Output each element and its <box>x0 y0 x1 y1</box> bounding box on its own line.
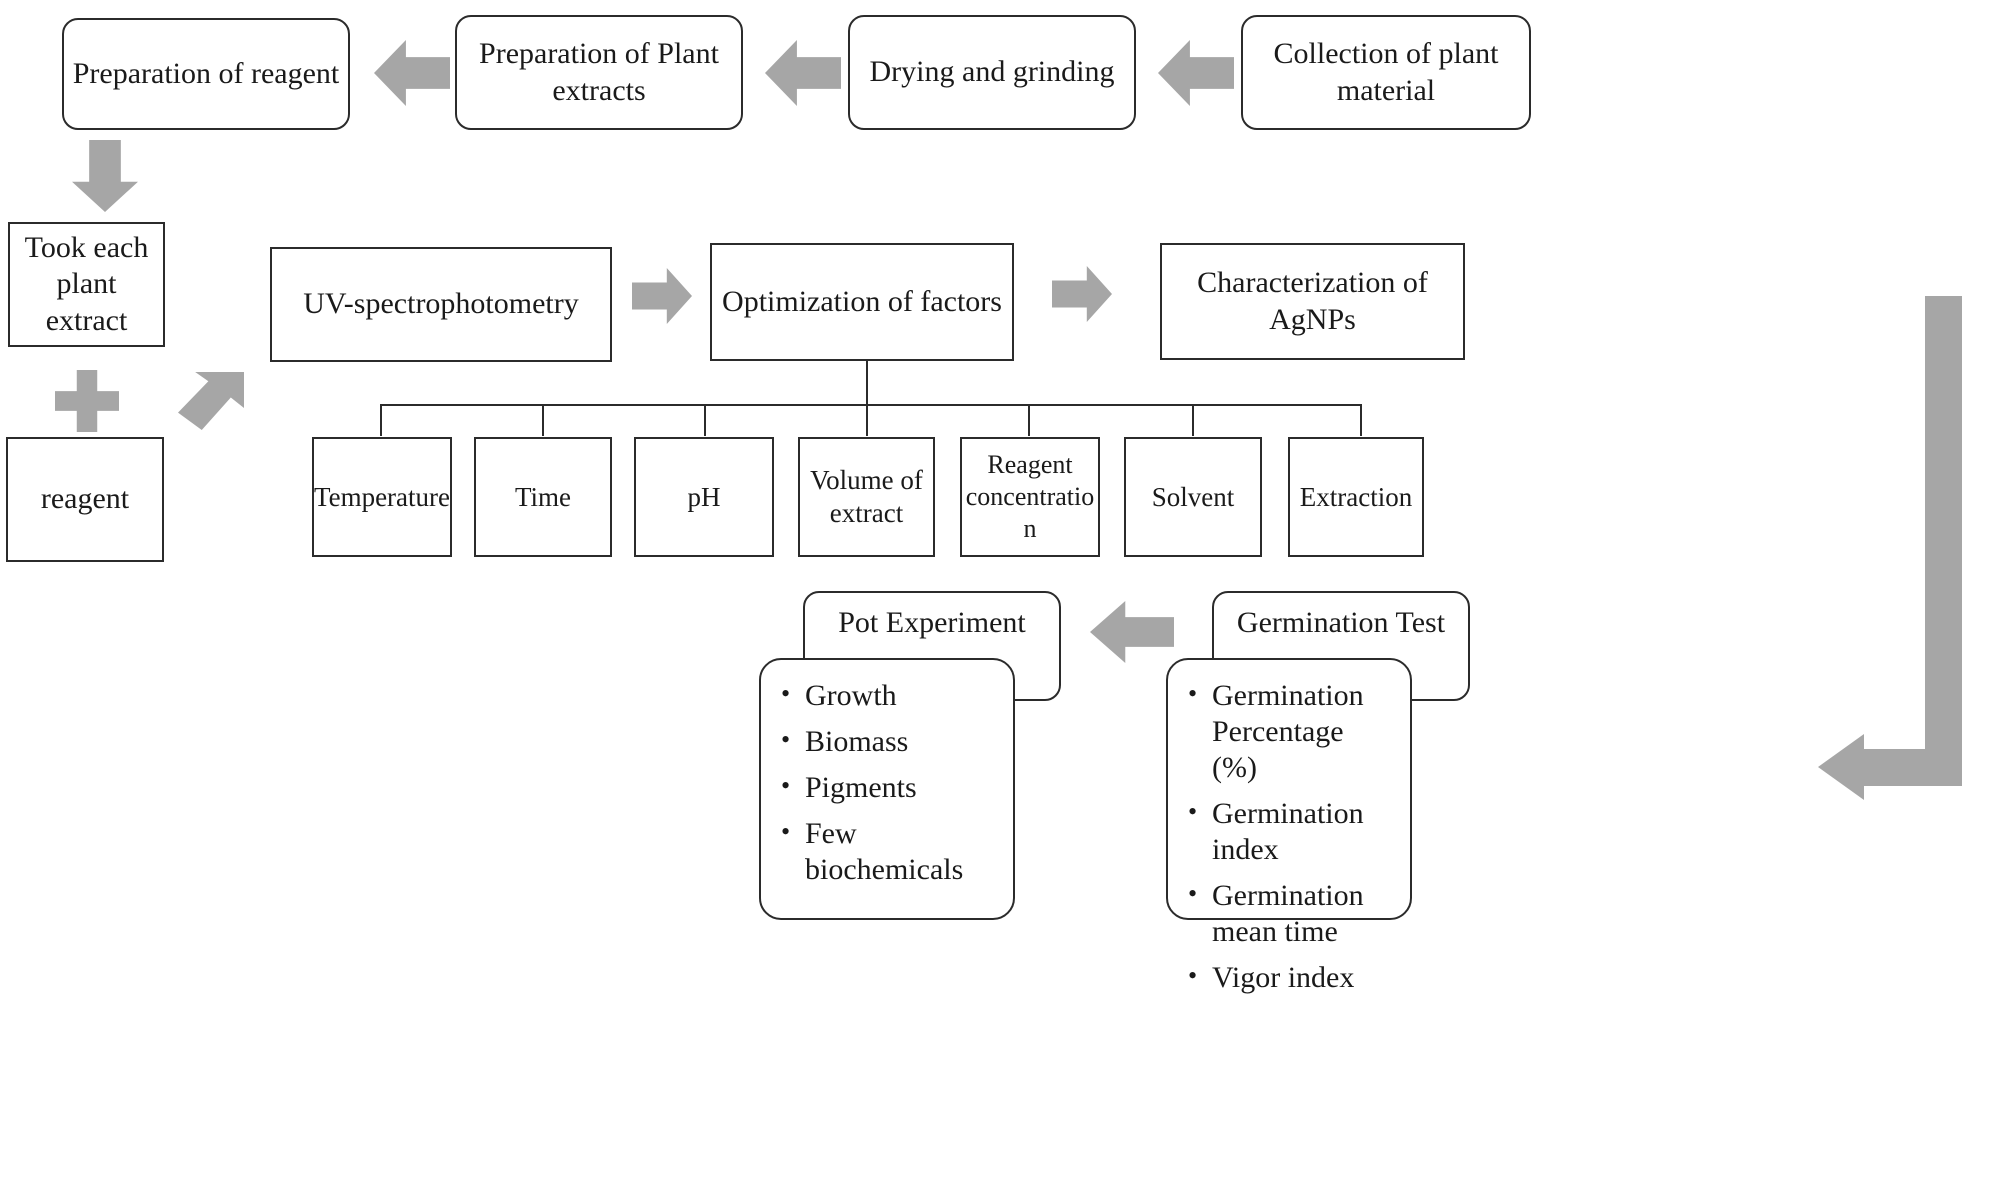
connector-drop-extraction <box>1360 404 1362 436</box>
node-collection-of-plant-material[interactable]: Collection of plant material <box>1241 15 1531 130</box>
pot-experiment-measure-list: Growth Biomass Pigments Few biochemicals <box>779 678 999 888</box>
node-label: Characterization of AgNPs <box>1197 265 1428 336</box>
arrow-right-icon-uv-to-optimization <box>632 268 692 324</box>
node-label: Preparation of reagent <box>72 56 340 90</box>
node-label: Took each plant extract <box>24 230 149 337</box>
node-label: pH <box>687 481 721 512</box>
elbow-arrow-head-icon <box>1818 734 1864 800</box>
arrow-right-icon-optimization-to-characterization <box>1052 266 1112 322</box>
node-label: Optimization of factors <box>722 284 1002 318</box>
node-factor-extraction[interactable]: Extraction <box>1288 437 1424 557</box>
node-uv-spectrophotometry[interactable]: UV-spectrophotometry <box>270 247 612 362</box>
arrow-left-icon-extracts-to-reagent <box>374 40 450 106</box>
list-item: Pigments <box>781 770 999 806</box>
node-factor-solvent[interactable]: Solvent <box>1124 437 1262 557</box>
node-label: UV-spectrophotometry <box>303 287 579 321</box>
node-took-each-plant-extract[interactable]: Took each plant extract <box>8 222 165 347</box>
connector-bus-factors <box>380 404 1362 406</box>
node-reagent[interactable]: reagent <box>6 437 164 562</box>
elbow-arrow-vertical-segment <box>1925 296 1962 786</box>
arrow-left-icon-germination-to-pot <box>1090 601 1174 663</box>
node-optimization-of-factors[interactable]: Optimization of factors <box>710 243 1014 361</box>
list-item: Growth <box>781 678 999 714</box>
connector-drop-time <box>542 404 544 436</box>
node-preparation-of-reagent[interactable]: Preparation of reagent <box>62 18 350 130</box>
elbow-arrow-horizontal-segment <box>1860 749 1962 786</box>
node-label: Pot Experiment <box>838 606 1026 639</box>
node-label: Extraction <box>1299 481 1413 512</box>
germination-test-measure-list: Germination Percentage (%) Germination i… <box>1186 678 1396 996</box>
card-pot-experiment-measures: Growth Biomass Pigments Few biochemicals <box>759 658 1015 920</box>
connector-drop-reagent-concentration <box>1028 404 1030 436</box>
node-factor-time[interactable]: Time <box>474 437 612 557</box>
node-preparation-of-plant-extracts[interactable]: Preparation of Plant extracts <box>455 15 743 130</box>
connector-drop-volume-of-extract <box>866 404 868 436</box>
connector-drop-temperature <box>380 404 382 436</box>
node-label: Collection of plant material <box>1273 36 1499 107</box>
list-item: Germination Percentage (%) <box>1188 678 1396 786</box>
arrow-diagonal-icon-mix-to-uv <box>178 372 244 430</box>
node-label: Germination Test <box>1236 606 1446 639</box>
arrow-down-icon-reagent-to-plant-extract <box>72 140 138 212</box>
node-label: Temperature <box>313 481 451 512</box>
node-factor-volume-of-extract[interactable]: Volume of extract <box>798 437 935 557</box>
list-item: Germination mean time <box>1188 878 1396 950</box>
node-factor-ph[interactable]: pH <box>634 437 774 557</box>
connector-stem-optimization <box>866 361 868 405</box>
arrow-left-icon-drying-to-extracts <box>765 40 841 106</box>
node-label: Volume of extract <box>810 465 923 528</box>
card-germination-test-measures: Germination Percentage (%) Germination i… <box>1166 658 1412 994</box>
node-label: Preparation of Plant extracts <box>479 36 719 107</box>
node-characterization-of-agnps[interactable]: Characterization of AgNPs <box>1160 243 1465 360</box>
node-label: reagent <box>40 482 130 516</box>
node-factor-reagent-concentration[interactable]: Reagent concentratio n <box>960 437 1100 557</box>
node-factor-temperature[interactable]: Temperature <box>312 437 452 557</box>
list-item: Few biochemicals <box>781 816 999 888</box>
connector-drop-ph <box>704 404 706 436</box>
node-label: Drying and grinding <box>869 55 1115 89</box>
node-label: Time <box>514 481 572 512</box>
node-label: Reagent concentratio n <box>965 450 1095 543</box>
arrow-left-icon-collection-to-drying <box>1158 40 1234 106</box>
connector-drop-solvent <box>1192 404 1194 436</box>
plus-icon-combine <box>55 370 119 432</box>
node-drying-and-grinding[interactable]: Drying and grinding <box>848 15 1136 130</box>
list-item: Germination index <box>1188 796 1396 868</box>
list-item: Biomass <box>781 724 999 760</box>
node-label: Solvent <box>1151 481 1235 512</box>
list-item: Vigor index <box>1188 960 1396 996</box>
